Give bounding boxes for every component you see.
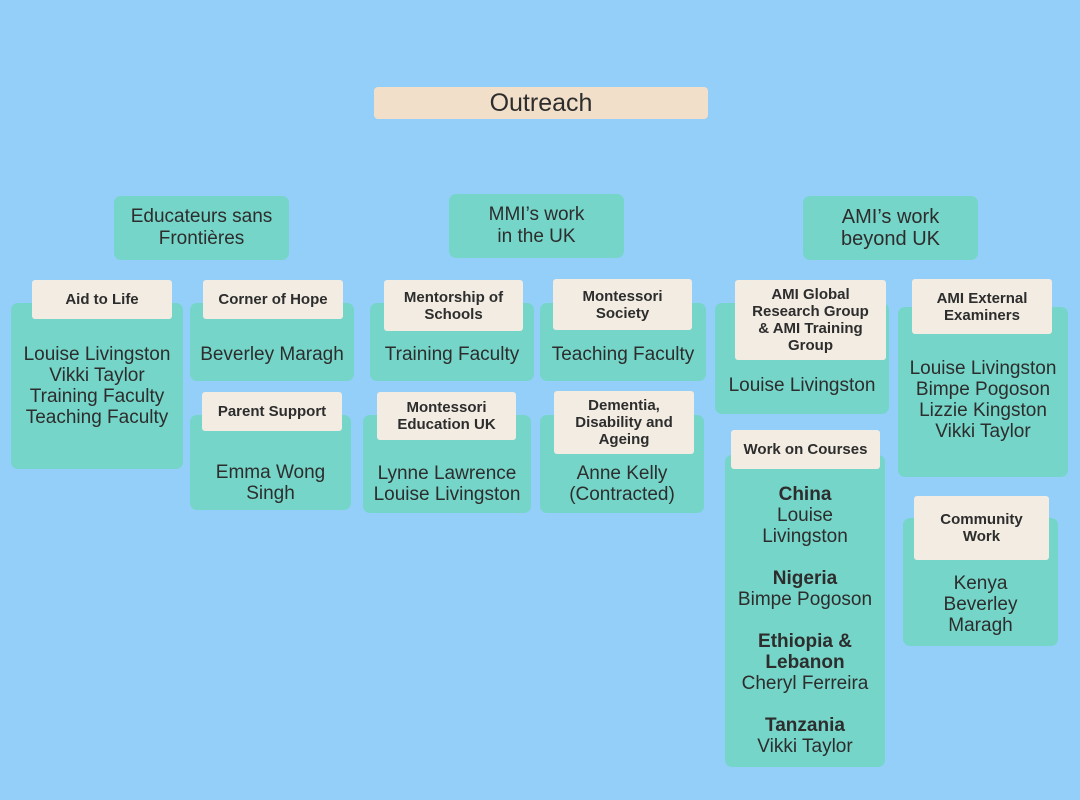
course-country: Tanzania (765, 715, 845, 736)
people-list: Emma Wong Singh (215, 462, 326, 504)
label-ami-external-examiners: AMI External Examiners (912, 279, 1052, 334)
people-list: Lynne Lawrence Louise Livingston (373, 463, 521, 505)
course-china: China Louise Livingston (725, 484, 885, 547)
people-list: Teaching Faculty (551, 344, 695, 365)
courses-list: China Louise Livingston Nigeria Bimpe Po… (725, 484, 885, 778)
category-ami-work-beyond-uk: AMI’s work beyond UK (803, 196, 978, 260)
course-country: Nigeria (772, 568, 838, 589)
course-country: Ethiopia & Lebanon (758, 631, 852, 673)
label-dementia-disability-ageing: Dementia, Disability and Ageing (554, 391, 694, 454)
course-nigeria: Nigeria Bimpe Pogoson (725, 568, 885, 610)
category-educateurs-sans-frontieres: Educateurs sans Frontières (114, 196, 289, 260)
course-ethiopia-lebanon: Ethiopia & Lebanon Cheryl Ferreira (725, 631, 885, 694)
people-list: Louise Livingston Vikki Taylor Training … (23, 344, 171, 428)
label-parent-support: Parent Support (202, 392, 342, 431)
label-work-on-courses: Work on Courses (731, 430, 880, 469)
people-list: Louise Livingston Bimpe Pogoson Lizzie K… (909, 358, 1057, 442)
people-list: Kenya Beverley Maragh (943, 573, 1018, 636)
label-community-work: Community Work (914, 496, 1049, 560)
people-list: Anne Kelly (Contracted) (569, 463, 675, 505)
course-country: China (778, 484, 832, 505)
people-list: Louise Livingston (728, 375, 876, 396)
label-aid-to-life: Aid to Life (32, 280, 172, 319)
label-montessori-society: Montessori Society (553, 279, 692, 330)
people-list: Beverley Maragh (200, 344, 344, 365)
people-list: Training Faculty (384, 344, 520, 365)
label-corner-of-hope: Corner of Hope (203, 280, 343, 319)
card-work-on-courses: China Louise Livingston Nigeria Bimpe Po… (725, 455, 885, 767)
course-tanzania: Tanzania Vikki Taylor (725, 715, 885, 757)
card-ami-external-examiners: Louise Livingston Bimpe Pogoson Lizzie K… (898, 307, 1068, 477)
label-ami-global-research-group: AMI Global Research Group & AMI Training… (735, 280, 886, 360)
label-mentorship-of-schools: Mentorship of Schools (384, 280, 523, 331)
card-aid-to-life: Louise Livingston Vikki Taylor Training … (11, 303, 183, 469)
label-montessori-education-uk: Montessori Education UK (377, 392, 516, 440)
category-mmi-work-uk: MMI’s work in the UK (449, 194, 624, 258)
page-title: Outreach (374, 87, 708, 119)
